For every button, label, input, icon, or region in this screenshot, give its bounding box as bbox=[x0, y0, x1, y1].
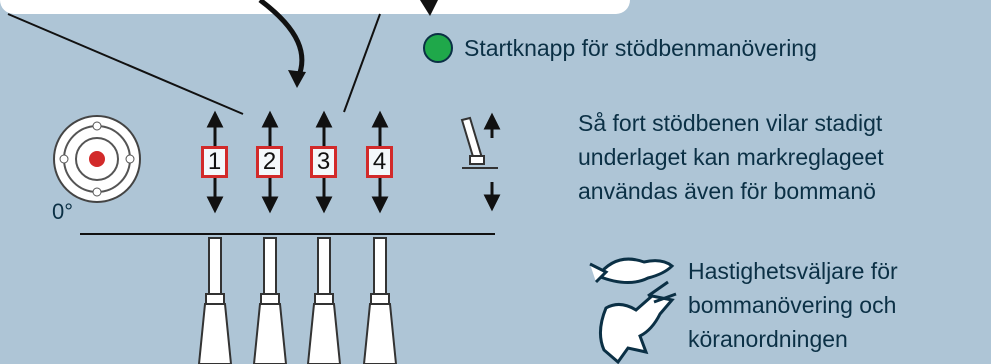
info-text-line2: underlaget kan markreglageet bbox=[578, 144, 884, 170]
start-button-label: Startknapp för stödbenmanövering bbox=[464, 35, 817, 61]
level-angle-label: 0° bbox=[52, 199, 74, 224]
turtle-icon bbox=[589, 257, 675, 284]
info-text-line1: Så fort stödbenen vilar stadigt bbox=[578, 110, 883, 136]
pointer-line-right bbox=[343, 13, 381, 113]
curved-arrow-shaft bbox=[258, 0, 305, 79]
lever-number-4: 4 bbox=[366, 146, 393, 178]
lever-handles bbox=[197, 237, 398, 364]
info-text-line3: användas även för bommanö bbox=[578, 178, 876, 204]
outrigger-leg-icon bbox=[460, 116, 498, 169]
hare-icon bbox=[599, 280, 677, 364]
pointer-line-left bbox=[7, 13, 244, 115]
top-arrow-head bbox=[420, 0, 438, 16]
speed-text-line1: Hastighetsväljare för bbox=[688, 258, 898, 284]
lever-number-2: 2 bbox=[256, 146, 283, 178]
lever-number-1: 1 bbox=[201, 146, 228, 178]
speed-text-line2: bommanövering och bbox=[688, 292, 897, 318]
curved-arrow-head bbox=[288, 70, 306, 88]
level-gauge-icon bbox=[53, 115, 141, 203]
start-button-icon bbox=[423, 33, 453, 63]
speed-text-line3: köranordningen bbox=[688, 326, 848, 352]
lever-number-3: 3 bbox=[310, 146, 337, 178]
lever-arrows bbox=[206, 110, 501, 214]
top-callout-box bbox=[0, 0, 630, 14]
